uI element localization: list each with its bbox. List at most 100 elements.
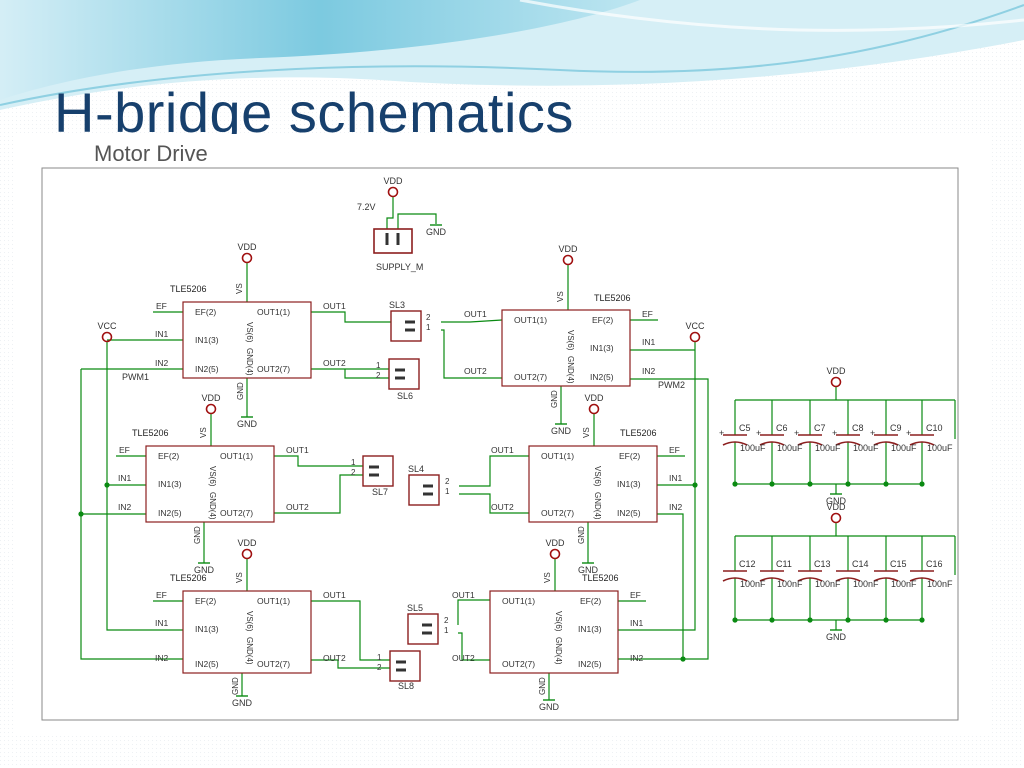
vdd-terminal-icon — [241, 252, 253, 264]
driver-mid-right-ef-net: EF — [669, 445, 680, 455]
driver-bottom-left-part-label: TLE5206 — [170, 573, 207, 583]
wires — [80, 197, 956, 700]
driver-mid-left-gnd-bottom: GND — [193, 526, 202, 544]
driver-mid-left-in2-pin: IN2(5) — [158, 508, 182, 518]
driver-top-right-chip — [501, 309, 631, 387]
driver-top-right-out2-pin: OUT2(7) — [514, 372, 547, 382]
driver-mid-right-in2-net: IN2 — [669, 502, 683, 512]
driver-top-right-part-label: TLE5206 — [594, 293, 631, 303]
driver-bottom-right-chip — [489, 590, 619, 674]
sl7-pin1-label: 1 — [351, 458, 356, 467]
pwm1-label: PWM1 — [122, 372, 149, 382]
cap-bank-nf-capacitor-icon — [835, 577, 861, 582]
driver-top-left-vs-pin: VS(6) — [245, 322, 254, 343]
polarity-mark: + — [719, 428, 724, 438]
driver-top-right-vs-pin: VS(6) — [566, 330, 575, 351]
slide-title: H-bridge schematics — [54, 81, 574, 144]
sl7-pin2-label: 2 — [351, 468, 356, 477]
supply-name-label: SUPPLY_M — [376, 262, 423, 272]
schematic-frame — [41, 167, 959, 721]
vdd-terminal-icon — [562, 254, 574, 266]
cap-bank-nf-cap-ref: C16 — [926, 559, 943, 569]
driver-mid-right-in1-pin: IN1(3) — [617, 479, 641, 489]
sl5-header — [407, 613, 439, 645]
driver-top-left-out2-net: OUT2 — [323, 358, 346, 368]
driver-top-left-gnd-bottom: GND — [236, 382, 245, 400]
in2-mid-right — [657, 513, 684, 659]
cap-bank-nf-capacitor-icon — [722, 577, 748, 582]
cap-bank-uf-capacitor-icon — [873, 441, 899, 446]
driver-bottom-right-in1-net: IN1 — [630, 618, 644, 628]
sl3-wire-c — [441, 329, 502, 379]
sl8-pin1-label: 1 — [377, 653, 382, 662]
driver-mid-left-in1-net: IN1 — [118, 473, 132, 483]
junction-dot — [78, 511, 84, 517]
driver-bottom-right-out2-net: OUT2 — [452, 653, 475, 663]
driver-bottom-left-gnd-label: GND — [232, 698, 253, 708]
driver-top-left-ef-pin: EF(2) — [195, 307, 216, 317]
cap-bank-uf-cap-value: 100uF — [927, 443, 953, 453]
sl3-pin2-label: 2 — [426, 313, 431, 322]
driver-top-right-gnd-label: GND — [551, 426, 572, 436]
sl3-name: SL3 — [389, 300, 405, 310]
cap-bank-nf-capacitor-icon — [873, 577, 899, 582]
vdd-terminal-icon — [588, 403, 600, 415]
driver-bottom-right-vs-top: VS — [543, 572, 552, 583]
cap-bank-uf-cap-value: 100uF — [777, 443, 803, 453]
labels: TLE5206VS(6)GND(4)VDDVSGNDGNDEF(2)IN1(3)… — [97, 176, 953, 712]
driver-bottom-left-vdd-label: VDD — [237, 538, 257, 548]
sl5-wire-a — [457, 599, 490, 625]
driver-mid-right-chip — [528, 445, 658, 523]
driver-mid-right-gnd-pin: GND(4) — [593, 492, 602, 520]
driver-mid-right-out2-pin: OUT2(7) — [541, 508, 574, 518]
sl6-name: SL6 — [397, 391, 413, 401]
driver-bottom-left-out2-pin: OUT2(7) — [257, 659, 290, 669]
driver-bottom-right-ef-net: EF — [630, 590, 641, 600]
sl7-wire-a — [274, 455, 363, 467]
vcc-left-bus — [106, 342, 183, 631]
driver-bottom-left-out2-net: OUT2 — [323, 653, 346, 663]
sl5-pin2-label: 2 — [444, 616, 449, 625]
vdd-terminal-icon — [549, 548, 561, 560]
junction-dot — [732, 617, 738, 623]
driver-top-left-out1-pin: OUT1(1) — [257, 307, 290, 317]
pwm2-bus — [618, 378, 709, 660]
cap-bank-nf-cap-value: 100nF — [740, 579, 766, 589]
wave-band-mid — [0, 0, 640, 100]
cap-bank-uf-vdd-label: VDD — [826, 366, 846, 376]
driver-bottom-left-chip — [182, 590, 312, 674]
driver-mid-left-out2-net: OUT2 — [286, 502, 309, 512]
polarity-mark: + — [870, 428, 875, 438]
sl3-wire-b — [441, 319, 503, 323]
sl5-pin1-label: 1 — [444, 626, 449, 635]
junction-dot — [883, 617, 889, 623]
vdd-terminal-icon — [689, 331, 701, 343]
junction-dot — [919, 617, 925, 623]
driver-top-left-in1-pin: IN1(3) — [195, 335, 219, 345]
driver-top-right-in2-pin: IN2(5) — [590, 372, 614, 382]
sl4-wire-a — [459, 455, 529, 487]
driver-mid-left-vs-top: VS — [199, 427, 208, 438]
driver-top-left-chip — [182, 301, 312, 379]
sl6-wire-b — [344, 369, 389, 379]
vcc-right-bus — [618, 342, 696, 631]
driver-mid-right-part-label: TLE5206 — [620, 428, 657, 438]
driver-bottom-right-in1-pin: IN1(3) — [578, 624, 602, 634]
cap-bank-uf-cap-ref: C5 — [739, 423, 751, 433]
cap-bank-nf-cap-value: 100nF — [927, 579, 953, 589]
supply-gnd-wire — [397, 213, 437, 229]
junction-dot — [692, 482, 698, 488]
driver-mid-right-out1-net: OUT1 — [491, 445, 514, 455]
junction-dot — [769, 617, 775, 623]
driver-top-left-in2-pin: IN2(5) — [195, 364, 219, 374]
driver-mid-left-part-label: TLE5206 — [132, 428, 169, 438]
driver-top-right-ef-pin: EF(2) — [592, 315, 613, 325]
driver-top-left-gnd-pin: GND(4) — [245, 348, 254, 376]
polarity-mark: + — [756, 428, 761, 438]
driver-bottom-left-vs-top: VS — [235, 572, 244, 583]
driver-bottom-right-out1-pin: OUT1(1) — [502, 596, 535, 606]
sl4-pin2-label: 2 — [445, 477, 450, 486]
driver-bottom-right-in2-net: IN2 — [630, 653, 644, 663]
driver-mid-right-in2-pin: IN2(5) — [617, 508, 641, 518]
cap-bank-uf-cap-ref: C6 — [776, 423, 788, 433]
